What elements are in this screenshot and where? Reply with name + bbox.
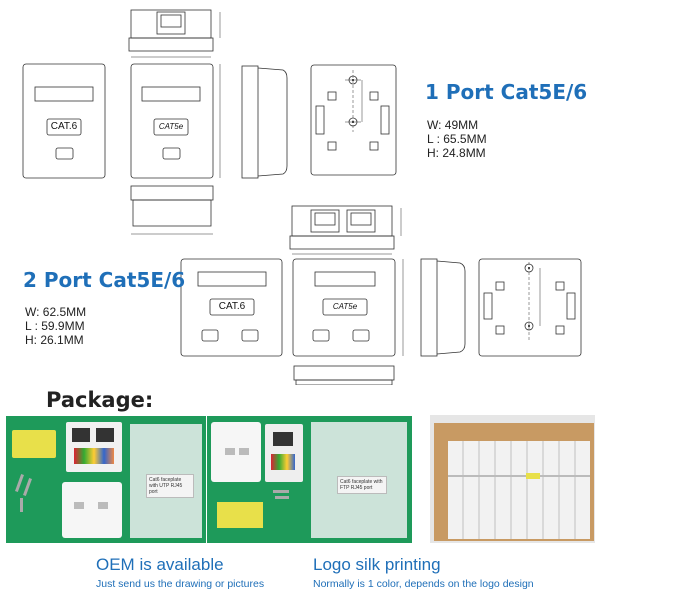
two-port-front-a xyxy=(180,258,283,357)
two-port-length: L : 59.9MM xyxy=(25,319,85,333)
keystone-module xyxy=(66,422,122,472)
logo-title: Logo silk printing xyxy=(313,555,441,574)
screws-2 xyxy=(273,488,293,500)
one-port-side-view xyxy=(241,65,259,179)
plastic-bag-2: Cat6 faceplate with FTP RJ45 port xyxy=(311,422,407,538)
two-port-label-b: CAT5e xyxy=(332,302,358,311)
one-port-label-b: CAT5e xyxy=(158,122,184,131)
oem-subtitle: Just send us the drawing or pictures xyxy=(96,578,265,590)
technical-drawings xyxy=(22,9,582,385)
one-port-front-a xyxy=(22,63,106,179)
two-port-top-view xyxy=(291,205,393,237)
two-port-bottom-view xyxy=(295,379,393,385)
two-port-label-a: CAT.6 xyxy=(218,301,246,312)
faceplate-photo-2 xyxy=(211,422,261,482)
two-port-side-view xyxy=(420,258,438,357)
faceplate-photo xyxy=(62,482,122,538)
two-port-rear-view xyxy=(478,258,582,357)
package-photo-3 xyxy=(430,415,595,543)
package-photo-2: Cat6 faceplate with FTP RJ45 port xyxy=(207,416,412,543)
one-port-width: W: 49MM xyxy=(427,118,479,132)
one-port-bottom-view xyxy=(132,199,212,227)
two-port-height: H: 26.1MM xyxy=(25,333,84,347)
logo-subtitle: Normally is 1 color, depends on the logo… xyxy=(313,578,534,590)
two-port-title: 2 Port Cat5E/6 xyxy=(23,268,186,292)
oem-title: OEM is available xyxy=(96,555,224,574)
screws xyxy=(15,474,38,514)
one-port-rear-view xyxy=(310,64,397,176)
plastic-bag-1: Cat6 faceplate with UTP RJ45 port xyxy=(130,424,202,538)
adhesive-pad-2 xyxy=(217,502,263,528)
bag-label-1: Cat6 faceplate with UTP RJ45 port xyxy=(146,474,194,498)
two-port-front-b xyxy=(292,258,396,357)
two-port-width: W: 62.5MM xyxy=(25,305,87,319)
package-title: Package: xyxy=(46,388,154,412)
one-port-front-b xyxy=(130,63,214,179)
package-photo-1: Cat6 faceplate with UTP RJ45 port xyxy=(6,416,206,543)
one-port-label-a: CAT.6 xyxy=(50,121,78,132)
bag-label-2: Cat6 faceplate with FTP RJ45 port xyxy=(337,476,387,494)
one-port-specs: W: 49MM L : 65.5MM H: 24.8MM xyxy=(427,118,487,160)
one-port-length: L : 65.5MM xyxy=(427,132,487,146)
one-port-height: H: 24.8MM xyxy=(427,146,486,160)
adhesive-pad xyxy=(12,430,56,458)
one-port-title: 1 Port Cat5E/6 xyxy=(425,80,588,104)
packed-units xyxy=(448,441,590,539)
keystone-module-2 xyxy=(265,424,303,482)
two-port-specs: W: 62.5MM L : 59.9MM H: 26.1MM xyxy=(25,305,86,347)
